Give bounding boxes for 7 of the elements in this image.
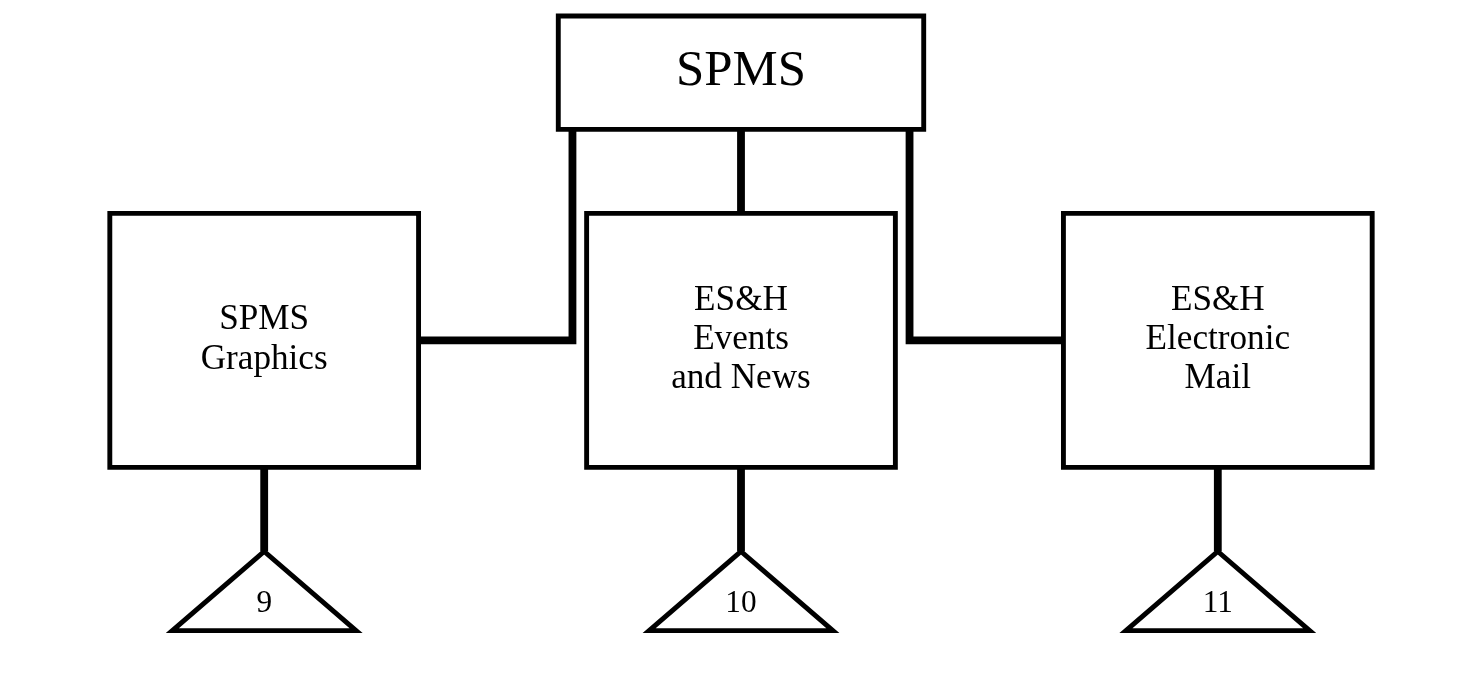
node-box: ES&H Events and News bbox=[583, 210, 898, 470]
node-box: SPMS bbox=[555, 13, 926, 132]
connector bbox=[905, 129, 1063, 345]
node-box: SPMS Graphics bbox=[106, 210, 421, 470]
connector bbox=[736, 129, 745, 214]
connector bbox=[418, 129, 576, 345]
node-box: ES&H Electronic Mail bbox=[1060, 210, 1375, 470]
